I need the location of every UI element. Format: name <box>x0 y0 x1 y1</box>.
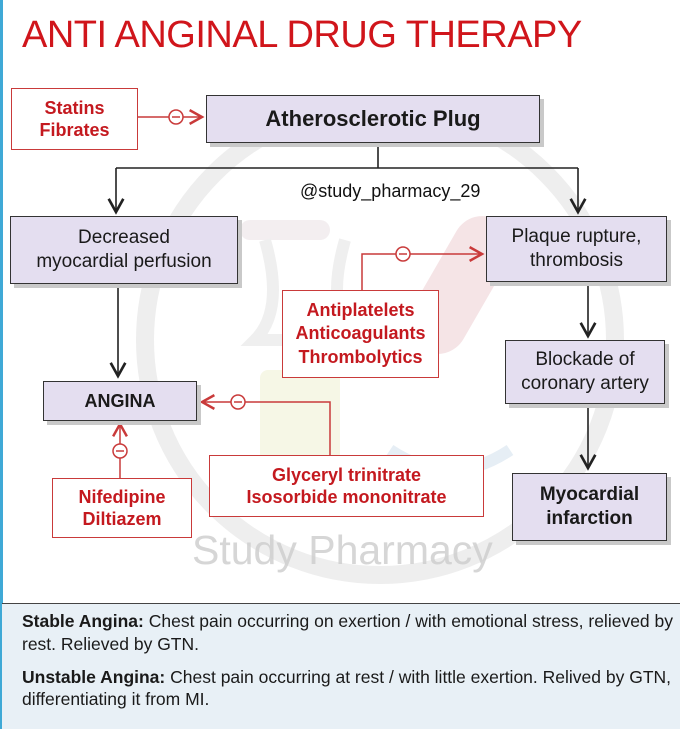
decreased-perfusion-box: Decreased myocardial perfusion <box>10 216 238 284</box>
plaque-rupture-box: Plaque rupture, thrombosis <box>486 216 667 282</box>
myocardial-infarction-box: Myocardial infarction <box>512 473 667 541</box>
statins-fibrates-box: Statins Fibrates <box>11 88 138 150</box>
brand-watermark: Study Pharmacy <box>192 527 493 573</box>
stable-angina-definition: Stable Angina: Chest pain occurring on e… <box>22 610 674 656</box>
angina-box: ANGINA <box>43 381 197 421</box>
definitions-panel: Stable Angina: Chest pain occurring on e… <box>2 603 680 729</box>
atherosclerotic-plug-box: Atherosclerotic Plug <box>206 95 540 143</box>
flow-connectors <box>107 109 597 478</box>
author-handle: @study_pharmacy_29 <box>300 181 481 201</box>
unstable-angina-definition: Unstable Angina: Chest pain occurring at… <box>22 666 674 712</box>
unstable-angina-text: Chest pain occurring at rest / with litt… <box>22 666 672 710</box>
stable-angina-term: Stable Angina: <box>22 611 144 631</box>
nitrates-box: Glyceryl trinitrate Isosorbide mononitra… <box>209 455 484 517</box>
antiplatelets-box: Antiplatelets Anticoagulants Thrombolyti… <box>282 290 439 378</box>
nifedipine-diltiazem-box: Nifedipine Diltiazem <box>52 478 192 538</box>
page-title: ANTI ANGINAL DRUG THERAPY <box>22 14 582 56</box>
stable-angina-text: Chest pain occurring on exertion / with … <box>22 611 674 654</box>
unstable-angina-term: Unstable Angina: <box>22 666 166 687</box>
blockade-box: Blockade of coronary artery <box>505 340 665 404</box>
